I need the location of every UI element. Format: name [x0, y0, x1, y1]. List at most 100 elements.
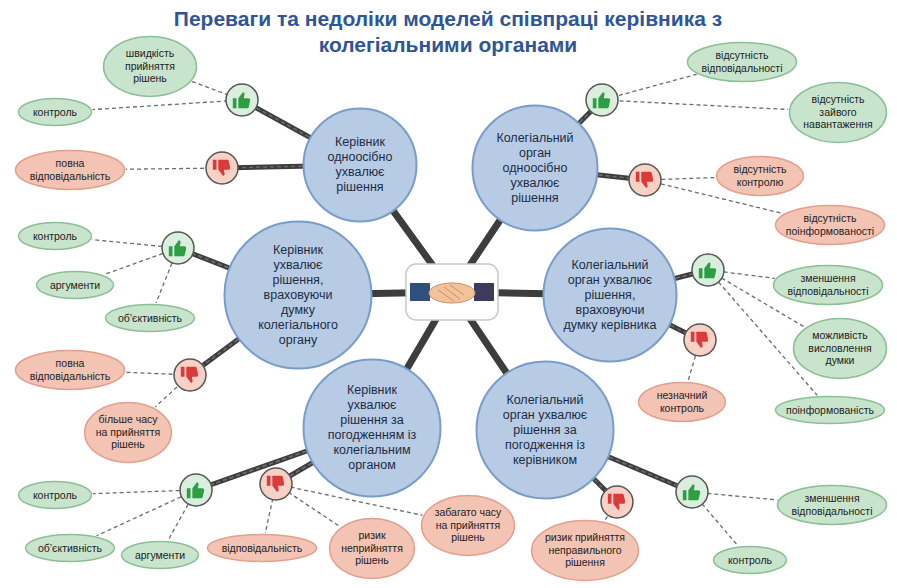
node-label: аргументи: [43, 279, 107, 292]
node-label: об’єктивність: [113, 312, 187, 325]
node-text-wrap: аргументи: [43, 279, 107, 292]
advantage-ellipse: контроль: [712, 545, 788, 575]
node-label: повна відповідальність: [25, 357, 115, 382]
node-label: забагато часу на прийняття рішень: [430, 506, 507, 544]
node-text-wrap: контроль: [25, 106, 86, 119]
thumbs-up-icons: [162, 84, 724, 508]
node-label: Керівник одноосібно ухвалює рішення: [319, 135, 400, 195]
node-outline-shape: [776, 206, 885, 245]
node-text-wrap: відсутність контролю: [724, 163, 796, 188]
node-label: Колегіальний орган одноосібно ухвалює рі…: [490, 131, 580, 206]
node-label: контроль: [720, 554, 781, 567]
node-label: відсутність поінформованості: [785, 212, 875, 237]
node-text-wrap: об’єктивність: [33, 542, 107, 555]
connector-line: [93, 100, 310, 137]
advantage-ellipse: контроль: [17, 480, 93, 510]
model-circle: Колегіальний орган ухвалює рішення, врах…: [542, 227, 678, 363]
node-text-wrap: зменшення відповідальності: [787, 492, 877, 517]
node-label: контроль: [25, 106, 86, 119]
node-label: відсутність зайвого навантаження: [798, 93, 878, 131]
node-outline-shape: [688, 43, 797, 82]
disadvantage-ellipse: відсутність поінформованості: [774, 204, 886, 246]
model-circle: Керівник одноосібно ухвалює рішення: [302, 107, 418, 223]
node-label: аргументи: [128, 549, 192, 562]
node-text-wrap: Колегіальний орган ухвалює рішення за по…: [496, 393, 594, 468]
node-text-wrap: Керівник ухвалює рішення за погодженням …: [323, 383, 421, 473]
node-text-wrap: ризик неприйняття рішень: [337, 529, 407, 567]
thumbs-down-icons: [174, 152, 716, 518]
node-outline-shape: [104, 36, 197, 96]
node-outline-shape: [473, 106, 598, 231]
node-label: контроль: [25, 230, 86, 243]
node-label: швидкість прийняття рішень: [112, 47, 189, 85]
connector-line: [192, 81, 309, 137]
node-outline-shape: [774, 266, 883, 305]
advantage-ellipse: аргументи: [35, 270, 115, 300]
model-circle: Керівник ухвалює рішення, враховуючи дум…: [223, 220, 373, 370]
node-outline-shape: [225, 222, 372, 369]
node-outline-shape: [19, 482, 92, 509]
node-text-wrap: Колегіальний орган одноосібно ухвалює рі…: [490, 131, 580, 206]
node-text-wrap: відповідальність: [217, 542, 307, 555]
disadvantage-ellipse: забагато часу на прийняття рішень: [420, 494, 516, 557]
node-text-wrap: повна відповідальність: [25, 357, 115, 382]
advantage-ellipse: контроль: [17, 97, 93, 127]
node-text-wrap: більше часу на прийняття рішень: [92, 413, 164, 451]
disadvantage-ellipse: відсутність контролю: [715, 155, 805, 197]
node-outline-shape: [122, 542, 199, 569]
node-outline-shape: [208, 535, 317, 562]
node-text-wrap: можливість висловлення думки: [802, 329, 879, 367]
node-label: більше часу на прийняття рішень: [92, 413, 164, 451]
node-label: об’єктивність: [33, 542, 107, 555]
node-text-wrap: Керівник ухвалює рішення, враховуючи дум…: [249, 243, 347, 348]
node-label: Керівник ухвалює рішення за погодженням …: [323, 383, 421, 473]
disadvantage-ellipse: більше часу на прийняття рішень: [83, 401, 173, 464]
node-text-wrap: відсутність відповідальності: [697, 49, 787, 74]
node-outline-shape: [26, 535, 115, 562]
node-text-wrap: контроль: [720, 554, 781, 567]
node-label: відповідальність: [217, 542, 307, 555]
node-text-wrap: відсутність поінформованості: [785, 212, 875, 237]
node-outline-shape: [330, 518, 415, 578]
node-outline-shape: [304, 109, 417, 222]
advantage-ellipse: поінформованість: [774, 395, 886, 425]
node-outline-shape: [776, 397, 885, 424]
node-label: ризик неприйняття рішень: [337, 529, 407, 567]
node-label: зменшення відповідальності: [787, 492, 877, 517]
advantage-ellipse: швидкість прийняття рішень: [102, 35, 198, 98]
advantage-ellipse: відсутність зайвого навантаження: [788, 81, 888, 144]
connector-line: [168, 451, 306, 540]
node-label: можливість висловлення думки: [802, 329, 879, 367]
node-text-wrap: поінформованість: [785, 404, 875, 417]
node-label: ризик прийняття неправильного рішення: [541, 531, 629, 569]
advantage-ellipse: контроль: [17, 221, 93, 251]
node-text-wrap: Керівник одноосібно ухвалює рішення: [319, 135, 400, 195]
disadvantage-ellipse: відповідальність: [206, 533, 318, 563]
node-outline-shape: [714, 547, 787, 574]
node-text-wrap: аргументи: [128, 549, 192, 562]
advantage-ellipse: зменшення відповідальності: [772, 264, 884, 306]
node-outline-shape: [37, 272, 114, 299]
node-label: відсутність відповідальності: [697, 49, 787, 74]
node-text-wrap: контроль: [25, 489, 86, 502]
advantage-ellipse: зменшення відповідальності: [776, 484, 888, 526]
disadvantage-ellipse: незначний контроль: [637, 381, 727, 423]
node-text-wrap: швидкість прийняття рішень: [112, 47, 189, 85]
node-text-wrap: об’єктивність: [113, 312, 187, 325]
spoke-lines: [178, 100, 708, 502]
node-outline-shape: [544, 229, 677, 362]
node-label: контроль: [25, 489, 86, 502]
node-outline-shape: [778, 486, 887, 525]
connector-line: [155, 340, 237, 407]
node-outline-shape: [106, 305, 195, 332]
node-outline-shape: [477, 362, 614, 499]
diagram-title: Переваги та недоліки моделей співпраці к…: [118, 6, 778, 57]
node-text-wrap: Колегіальний орган ухвалює рішення, врах…: [562, 258, 657, 333]
node-text-wrap: повна відповідальність: [25, 157, 115, 182]
node-label: відсутність контролю: [724, 163, 796, 188]
node-label: незначний контроль: [646, 389, 718, 414]
handshake-illustration: [406, 264, 498, 320]
node-label: повна відповідальність: [25, 157, 115, 182]
node-label: Керівник ухвалює рішення, враховуючи дум…: [249, 243, 347, 348]
node-label: Колегіальний орган ухвалює рішення, врах…: [562, 258, 657, 333]
